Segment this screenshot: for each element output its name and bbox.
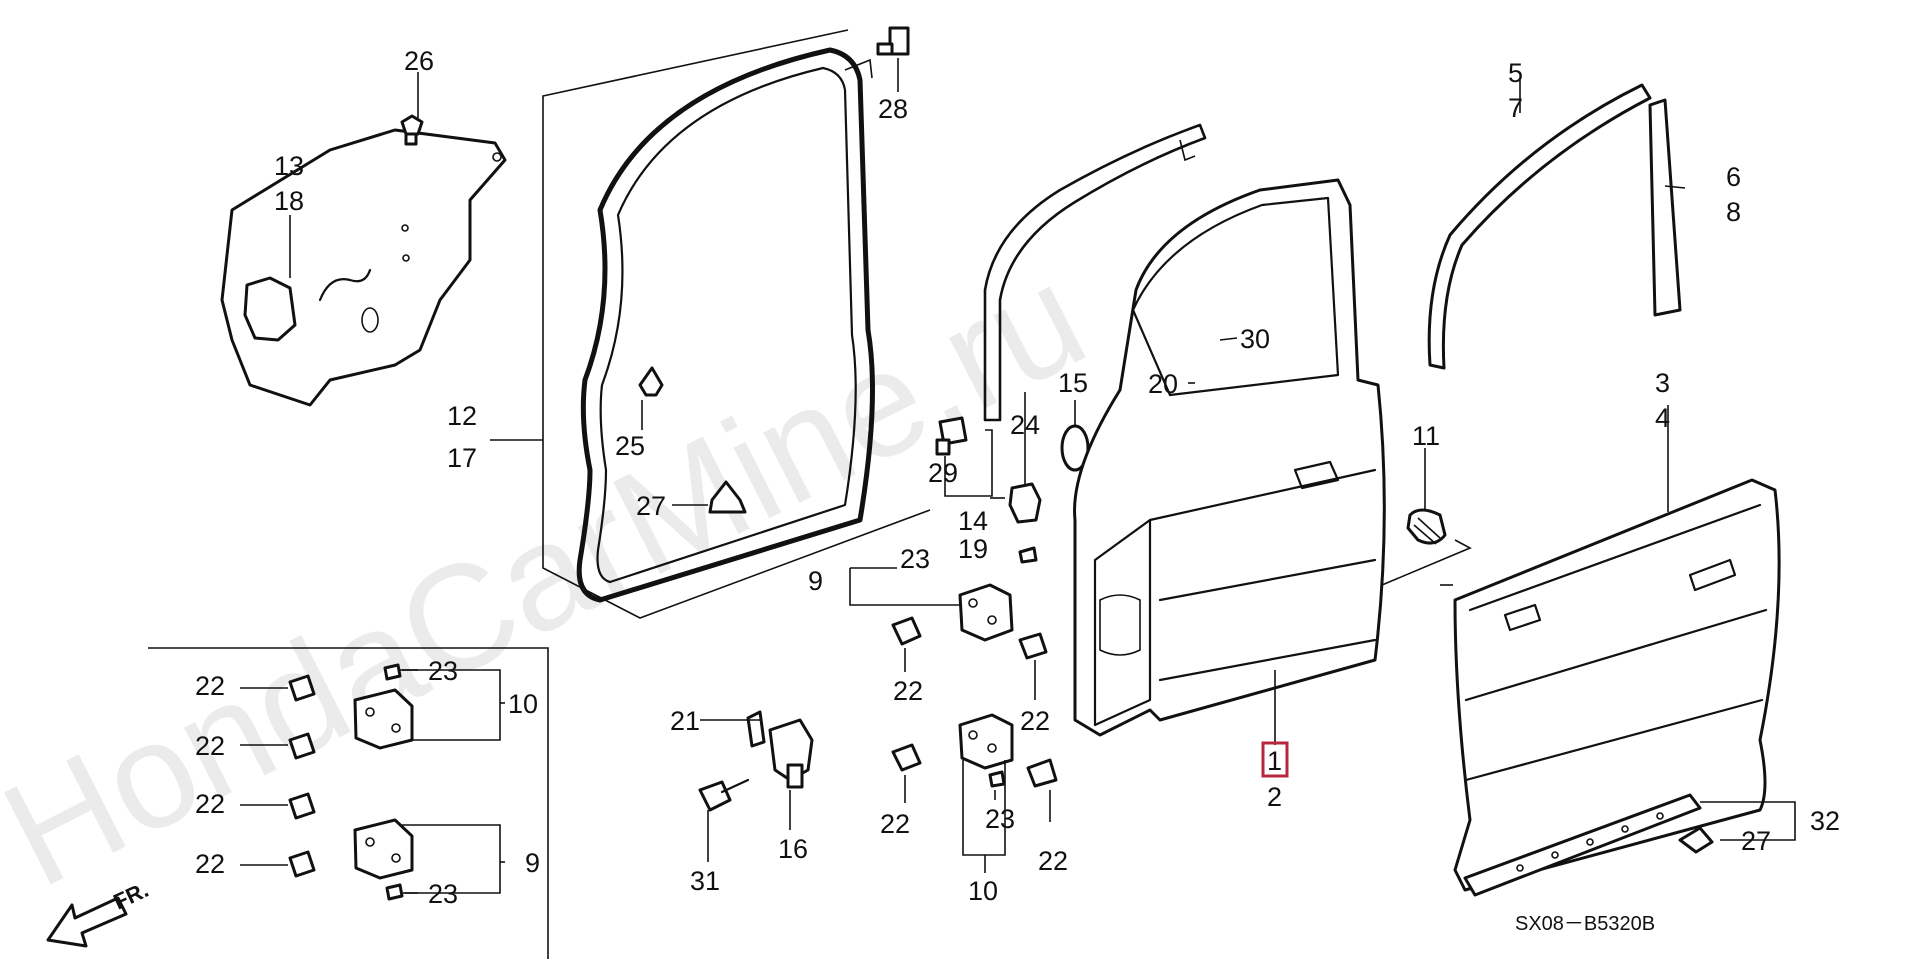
callout-26[interactable]: 26: [404, 46, 434, 76]
part-window-channel[interactable]: [983, 123, 1207, 422]
callout-22-e[interactable]: 22: [195, 671, 225, 701]
callout-14[interactable]: 14: [958, 506, 988, 536]
callout-9-upper[interactable]: 9: [808, 566, 823, 596]
part-door-checker-16[interactable]: [768, 718, 814, 789]
part-clip-19[interactable]: [1018, 546, 1038, 564]
callout-22-b[interactable]: 22: [1020, 706, 1050, 736]
part-clip-26[interactable]: [400, 114, 424, 146]
diagram-code: SX08－B5320B: [1515, 913, 1655, 935]
callout-11[interactable]: 11: [1412, 421, 1440, 451]
callout-9-inset[interactable]: 9: [525, 848, 540, 878]
callout-8[interactable]: 8: [1726, 197, 1741, 227]
callout-28[interactable]: 28: [878, 94, 908, 124]
callout-22-g[interactable]: 22: [195, 789, 225, 819]
callout-23-mid[interactable]: 23: [985, 804, 1015, 834]
callout-22-d[interactable]: 22: [1038, 846, 1068, 876]
part-clip-29[interactable]: [935, 416, 968, 456]
callout-22-c[interactable]: 22: [880, 809, 910, 839]
callout-10-inset[interactable]: 10: [508, 689, 538, 719]
part-fastener-28[interactable]: [876, 26, 910, 56]
callout-7[interactable]: 7: [1508, 93, 1523, 123]
inset-detail-box: [148, 647, 549, 959]
front-arrow-icon: [46, 896, 128, 948]
part-bolt-21[interactable]: [746, 710, 766, 748]
callout-4[interactable]: 4: [1655, 403, 1670, 433]
callout-2[interactable]: 2: [1267, 782, 1282, 812]
callout-22-h[interactable]: 22: [195, 849, 225, 879]
callout-25[interactable]: 25: [615, 431, 645, 461]
callout-18[interactable]: 18: [274, 186, 304, 216]
part-clip-27-lower[interactable]: [1678, 826, 1714, 854]
part-bushing-24[interactable]: [1008, 482, 1042, 524]
callout-3[interactable]: 3: [1655, 368, 1670, 398]
callout-21[interactable]: 21: [670, 706, 700, 736]
callout-16[interactable]: 16: [778, 834, 808, 864]
callout-10-mid[interactable]: 10: [968, 876, 998, 906]
part-bolt-31[interactable]: [698, 778, 750, 812]
part-garnish-6-8[interactable]: [1648, 98, 1682, 317]
part-hinge-upper[interactable]: [958, 583, 1014, 642]
callout-23-upper[interactable]: 23: [900, 544, 930, 574]
callout-20[interactable]: 20: [1148, 369, 1178, 399]
callout-1[interactable]: 1: [1267, 746, 1282, 776]
callout-27-lower[interactable]: 27: [1741, 826, 1771, 856]
part-water-shield[interactable]: [220, 128, 507, 407]
callout-30[interactable]: 30: [1240, 324, 1270, 354]
part-clip-27-upper[interactable]: [708, 480, 747, 514]
callout-23-inset-top[interactable]: 23: [428, 656, 458, 686]
callout-29[interactable]: 29: [928, 458, 958, 488]
leader-lines: [240, 58, 1796, 894]
callout-24[interactable]: 24: [1010, 410, 1040, 440]
watermark-text: HondaCarMine.ru: [0, 231, 1109, 918]
callout-15[interactable]: 15: [1058, 368, 1088, 398]
part-hinge-lower[interactable]: [958, 713, 1014, 770]
callout-13[interactable]: 13: [274, 151, 304, 181]
part-opening-weatherstrip[interactable]: [542, 29, 931, 619]
callout-32[interactable]: 32: [1810, 806, 1840, 836]
part-sill-strip-32[interactable]: [1463, 793, 1702, 897]
part-door-skin[interactable]: [1453, 478, 1781, 892]
callout-23-inset-bottom[interactable]: 23: [428, 879, 458, 909]
part-molding-5-7[interactable]: [1427, 83, 1652, 370]
callout-1-highlight: [1261, 741, 1289, 778]
part-grommet-11[interactable]: [1406, 508, 1447, 545]
callout-labels: 26 13 18 12 17 25 27 28 29 14 19 24 15 3…: [195, 46, 1840, 909]
callout-22-f[interactable]: 22: [195, 731, 225, 761]
part-door-frame[interactable]: [1073, 178, 1386, 737]
bolt-group-upper[interactable]: [891, 616, 1058, 788]
callout-12[interactable]: 12: [447, 401, 477, 431]
callout-6[interactable]: 6: [1726, 162, 1741, 192]
callout-17[interactable]: 17: [447, 443, 477, 473]
callout-22-a[interactable]: 22: [893, 676, 923, 706]
callout-31[interactable]: 31: [690, 866, 720, 896]
callout-27-upper[interactable]: 27: [636, 491, 666, 521]
part-clip-25[interactable]: [638, 366, 664, 397]
callout-19[interactable]: 19: [958, 534, 988, 564]
callout-5[interactable]: 5: [1508, 58, 1523, 88]
